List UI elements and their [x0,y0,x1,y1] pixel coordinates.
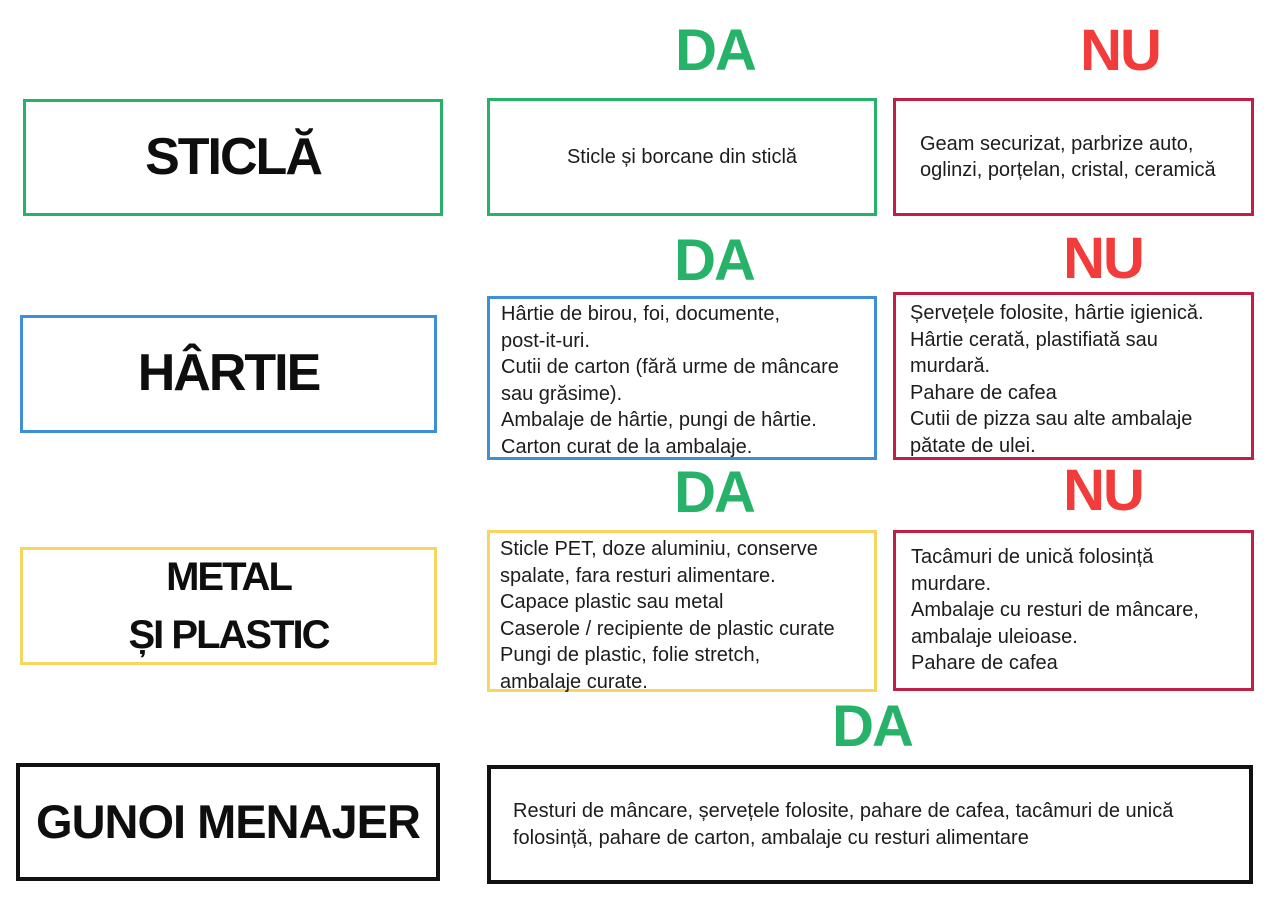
da-header-hartie: DA [674,228,756,293]
nu-box-sticla: Geam securizat, parbrize auto, oglinzi, … [893,98,1254,216]
nu-box-metal-plastic: Tacâmuri de unică folosință murdare. Amb… [893,530,1254,691]
da-text-sticla: Sticle și borcane din sticlă [566,145,798,168]
category-label-gunoi-menajer: GUNOI MENAJER [36,794,421,848]
category-label-hartie: HÂRTIE [137,344,322,403]
da-header-sticla: DA [675,18,757,83]
category-box-gunoi-menajer: GUNOI MENAJER [16,763,440,881]
da-header-metal-plastic: DA [674,460,756,525]
nu-text-metal-plastic: Tacâmuri de unică folosință murdare. Amb… [911,546,1199,674]
da-box-gunoi-menajer: Resturi de mâncare, șervețele folosite, … [487,765,1253,884]
category-label-metal-plastic: METAL ȘI PLASTIC [128,555,330,657]
nu-text-hartie: Șervețele folosite, hârtie igienică. Hâr… [910,302,1204,457]
category-label-sticla: STICLĂ [145,127,323,186]
da-text-metal-plastic: Sticle PET, doze aluminiu, conserve spal… [500,538,835,693]
da-header-gunoi-menajer: DA [832,694,914,759]
category-box-sticla: STICLĂ [23,99,443,216]
da-text-hartie: Hârtie de birou, foi, documente, post-it… [501,303,839,458]
nu-box-hartie: Șervețele folosite, hârtie igienică. Hâr… [893,292,1254,460]
category-box-metal-plastic: METAL ȘI PLASTIC [20,547,437,665]
nu-text-sticla: Geam securizat, parbrize auto, oglinzi, … [920,132,1216,182]
category-box-hartie: HÂRTIE [20,315,437,433]
da-box-hartie: Hârtie de birou, foi, documente, post-it… [487,296,877,460]
da-box-metal-plastic: Sticle PET, doze aluminiu, conserve spal… [487,530,877,693]
nu-header-hartie: NU [1063,226,1145,291]
da-text-gunoi-menajer: Resturi de mâncare, șervețele folosite, … [513,800,1174,849]
nu-header-metal-plastic: NU [1063,458,1145,523]
nu-header-sticla: NU [1080,18,1162,83]
da-box-sticla: Sticle și borcane din sticlă [487,98,877,216]
